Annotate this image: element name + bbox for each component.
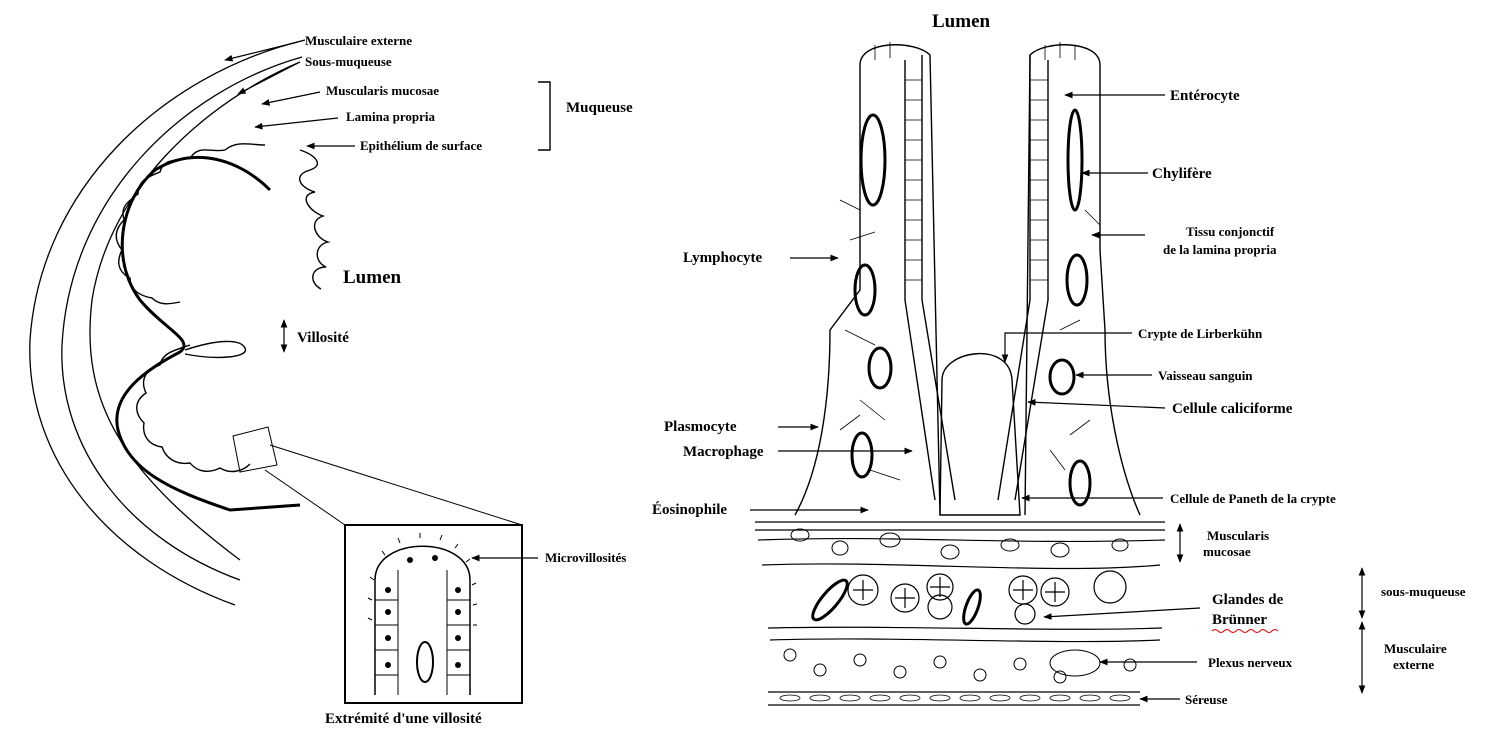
blood-vessels [852, 110, 1090, 505]
sereuse-layer [768, 692, 1140, 705]
left-labels: Musculaire externe Sous-muqueuse Muscula… [297, 33, 633, 727]
inset-source-lines [233, 427, 522, 525]
inset-villus-outline [375, 546, 470, 695]
label-tissu-2: de la lamina propria [1163, 242, 1277, 257]
label-glandes-2: Brünner [1212, 612, 1267, 628]
sous-muqueuse-line [90, 62, 300, 560]
inset-nuclei [385, 555, 461, 668]
right-villus-epithelium [998, 55, 1048, 500]
label-muscularis-1: Muscularis [1207, 528, 1269, 543]
label-glandes-1: Glandes de [1212, 592, 1284, 608]
label-villosite: Villosité [297, 330, 349, 346]
label-eosinophile: Éosinophile [652, 501, 727, 518]
label-musculaire-1: Musculaire [1384, 641, 1447, 656]
label-macrophage: Macrophage [683, 444, 764, 460]
label-tissu-1: Tissu conjonctif [1186, 224, 1275, 239]
label-chylifere: Chylifère [1152, 166, 1212, 182]
label-muscularis-2: mucosae [1203, 544, 1251, 559]
label-plasmocyte: Plasmocyte [664, 419, 737, 435]
label-musculaire-externe: Musculaire externe [305, 33, 412, 48]
label-enterocyte: Entérocyte [1170, 88, 1240, 104]
left-villus-epithelium [905, 55, 955, 500]
label-epithelium: Epithélium de surface [360, 138, 482, 153]
musculaire-externe-inner-line [62, 57, 302, 580]
label-lumen-left: Lumen [343, 267, 402, 288]
sous-muqueuse-vessel-1 [808, 576, 852, 625]
label-sereuse: Séreuse [1185, 692, 1228, 707]
label-muscularis-mucosae: Muscularis mucosae [326, 83, 439, 98]
label-muqueuse: Muqueuse [566, 100, 633, 116]
connective-fibers [840, 200, 1100, 480]
label-vaisseau: Vaisseau sanguin [1158, 368, 1253, 383]
villus-section [795, 42, 1140, 515]
label-plexus: Plexus nerveux [1208, 655, 1293, 670]
muscularis-mucosae-line [117, 157, 300, 510]
musculaire-externe-outer-line [30, 40, 305, 605]
musculaire-cells [784, 649, 1136, 683]
musculaire-externe-layer [768, 627, 1162, 641]
label-sous-muqueuse-right: sous-muqueuse [1381, 584, 1466, 599]
plexus-cluster [1050, 650, 1100, 676]
label-lumen-right: Lumen [932, 11, 991, 32]
muscularis-cells [791, 529, 1128, 559]
villus-tip-inset [345, 525, 522, 703]
label-lymphocyte: Lymphocyte [683, 250, 763, 266]
sereuse-cells [780, 695, 1130, 701]
inset-capillary [417, 642, 433, 682]
label-caliciforme: Cellule caliciforme [1172, 401, 1293, 417]
brunner-glands [848, 571, 1126, 624]
sous-muqueuse-boundary [762, 564, 1160, 569]
label-paneth: Cellule de Paneth de la crypte [1170, 491, 1336, 506]
label-crypte: Crypte de Lirberkühn [1138, 326, 1263, 341]
right-arrows [750, 95, 1362, 699]
label-lamina-propria: Lamina propria [346, 109, 435, 124]
inset-frame [345, 525, 522, 703]
muscularis-mucosae-layer [755, 522, 1165, 541]
muqueuse-bracket [538, 82, 550, 150]
sous-muqueuse-vessel-2 [960, 588, 984, 626]
label-musculaire-2: externe [1393, 657, 1434, 672]
villosite-finger [185, 341, 245, 357]
label-microvillosites: Microvillosités [545, 550, 626, 565]
label-sous-muqueuse: Sous-muqueuse [305, 54, 392, 69]
spellcheck-underline [1212, 630, 1278, 633]
label-inset-caption: Extrémité d'une villosité [325, 711, 482, 727]
